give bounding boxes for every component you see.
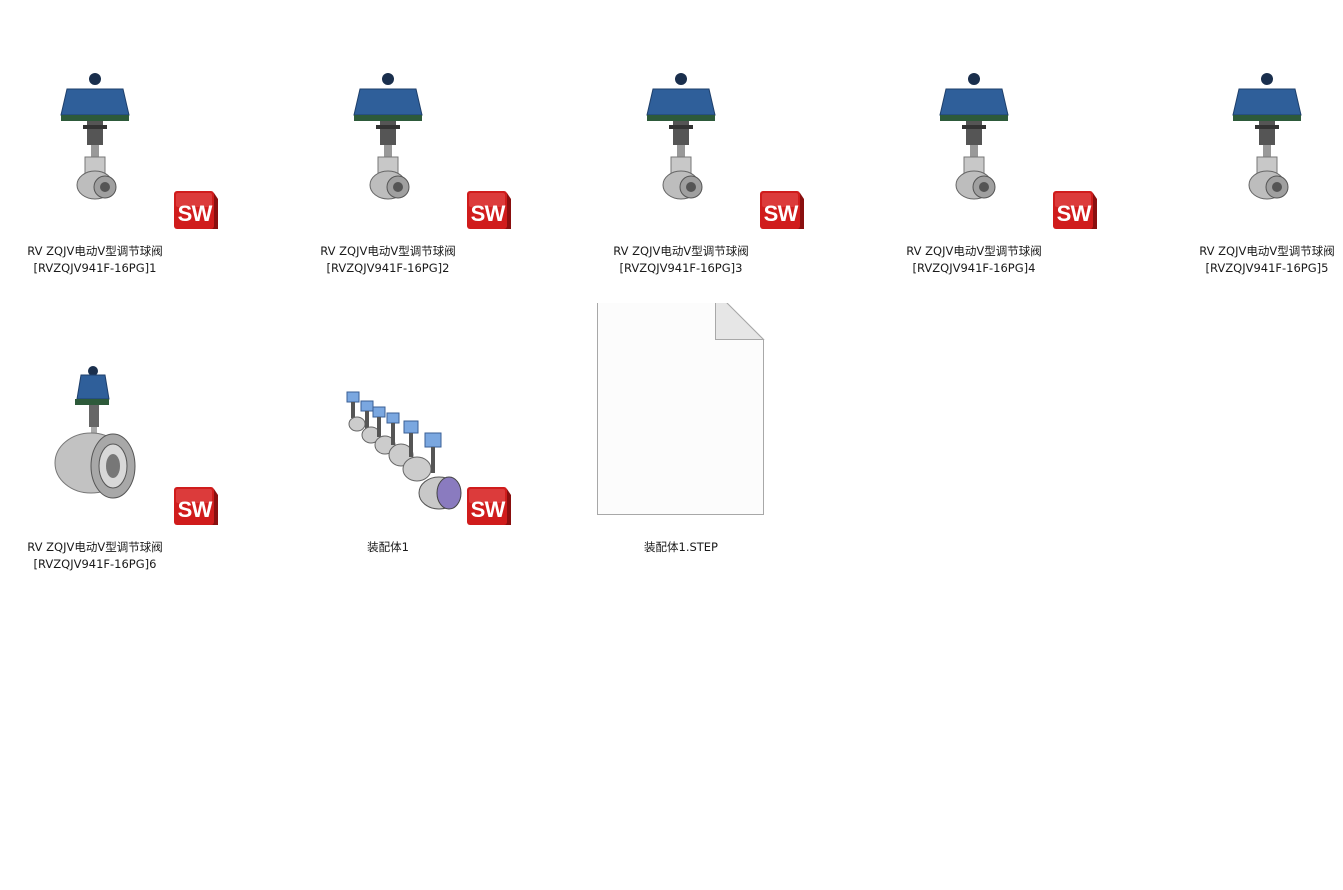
- svg-text:S: S: [178, 497, 193, 522]
- svg-text:S: S: [1057, 201, 1072, 226]
- file-item-valve-4[interactable]: S W RV ZQJV电动V型调节球阀 [RVZQJV941F-16PG]4: [849, 7, 1099, 297]
- svg-text:S: S: [764, 201, 779, 226]
- file-name-label: 装配体1.STEP: [644, 540, 718, 554]
- svg-text:W: W: [192, 201, 213, 226]
- valve-small-icon: [1142, 7, 1343, 242]
- file-name-label: RV ZQJV电动V型调节球阀 [RVZQJV941F-16PG]6: [27, 540, 163, 571]
- file-name-label: RV ZQJV电动V型调节球阀 [RVZQJV941F-16PG]5: [1199, 244, 1335, 275]
- valve-small-icon: S W: [0, 7, 220, 242]
- file-item-valve-3[interactable]: S W RV ZQJV电动V型调节球阀 [RVZQJV941F-16PG]3: [556, 7, 806, 297]
- svg-text:W: W: [485, 201, 506, 226]
- file-name-label: RV ZQJV电动V型调节球阀 [RVZQJV941F-16PG]1: [27, 244, 163, 275]
- file-name-label: 装配体1: [367, 540, 409, 554]
- file-item-assembly[interactable]: S W 装配体1: [263, 303, 513, 593]
- svg-text:W: W: [485, 497, 506, 522]
- valve-small-icon: S W: [263, 7, 513, 242]
- file-item-step[interactable]: 装配体1.STEP: [556, 303, 806, 593]
- svg-text:S: S: [471, 201, 486, 226]
- file-name-label: RV ZQJV电动V型调节球阀 [RVZQJV941F-16PG]3: [613, 244, 749, 275]
- svg-text:W: W: [192, 497, 213, 522]
- assembly-icon: S W: [263, 303, 513, 538]
- valve-small-icon: S W: [556, 7, 806, 242]
- file-item-valve-6[interactable]: S W RV ZQJV电动V型调节球阀 [RVZQJV941F-16PG]6: [0, 303, 220, 593]
- svg-text:W: W: [778, 201, 799, 226]
- svg-text:W: W: [1071, 201, 1092, 226]
- file-item-valve-5[interactable]: RV ZQJV电动V型调节球阀 [RVZQJV941F-16PG]5: [1142, 7, 1343, 297]
- file-item-valve-1[interactable]: S W RV ZQJV电动V型调节球阀 [RVZQJV941F-16PG]1: [0, 7, 220, 297]
- valve-small-icon: S W: [849, 7, 1099, 242]
- svg-text:S: S: [178, 201, 193, 226]
- file-name-label: RV ZQJV电动V型调节球阀 [RVZQJV941F-16PG]4: [906, 244, 1042, 275]
- file-item-valve-2[interactable]: S W RV ZQJV电动V型调节球阀 [RVZQJV941F-16PG]2: [263, 7, 513, 297]
- valve-large-icon: S W: [0, 303, 220, 538]
- svg-text:S: S: [471, 497, 486, 522]
- file-name-label: RV ZQJV电动V型调节球阀 [RVZQJV941F-16PG]2: [320, 244, 456, 275]
- blank-file-icon: [556, 303, 806, 538]
